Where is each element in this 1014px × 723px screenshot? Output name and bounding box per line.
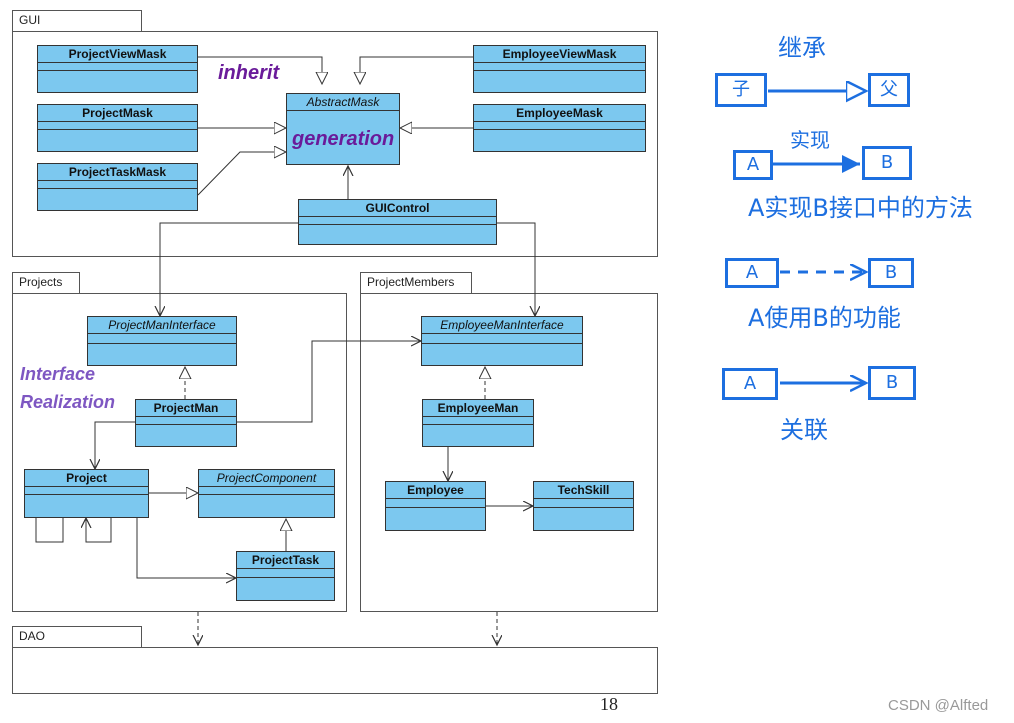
class-project-component: ProjectComponent [198, 469, 335, 518]
hw-dependency-a-box: A [725, 258, 779, 288]
class-project-man-interface: ProjectManInterface [87, 316, 237, 366]
class-employee-name: Employee [386, 482, 485, 499]
annotation-inherit: inherit [218, 62, 280, 84]
class-gui-control: GUIControl [298, 199, 497, 245]
class-project-view-mask-name: ProjectViewMask [38, 46, 197, 63]
dao-package-label: DAO [19, 629, 46, 643]
class-gui-control-name: GUIControl [299, 200, 496, 217]
hw-implement-b-box: B [862, 146, 912, 180]
edge-project-self-2 [86, 518, 112, 543]
hw-dependency-b-label: B [884, 262, 898, 283]
class-project-task-name: ProjectTask [237, 552, 334, 569]
projects-package-label: Projects [19, 275, 63, 289]
hw-implement-desc: A实现B接口中的方法 [748, 194, 973, 222]
dao-package-tab: DAO [12, 626, 142, 648]
class-employee-view-mask-name: EmployeeViewMask [474, 46, 645, 63]
edge-project-projecttask [136, 518, 236, 578]
projects-package-tab: Projects [12, 272, 80, 294]
class-project-man-name: ProjectMan [136, 400, 236, 417]
class-project-task-mask-name: ProjectTaskMask [38, 164, 197, 181]
class-project: Project [24, 469, 149, 518]
class-abstract-mask: AbstractMask [286, 93, 400, 165]
edge-project-self-1 [35, 518, 64, 543]
hw-implement-b-label: B [880, 152, 894, 173]
class-project-mask-name: ProjectMask [38, 105, 197, 122]
hw-dependency-desc: A使用B的功能 [748, 304, 901, 332]
class-employee-man-interface-name: EmployeeManInterface [422, 317, 582, 334]
hw-dependency-b-box: B [868, 258, 914, 288]
hw-association-title: 关联 [780, 416, 828, 444]
class-project-mask: ProjectMask [37, 104, 198, 152]
edge-projectviewmask-abstractmask [198, 56, 322, 84]
hw-child-label: 子 [732, 79, 750, 100]
annotation-realization: Realization [20, 392, 116, 412]
gui-package-label: GUI [19, 13, 41, 27]
class-project-component-name: ProjectComponent [199, 470, 334, 487]
hw-association-b-box: B [868, 366, 916, 400]
dao-package [12, 647, 658, 694]
hw-association-b-label: B [885, 372, 899, 393]
project-members-package-label: ProjectMembers [367, 275, 455, 289]
annotation-interface: Interface [20, 364, 96, 384]
hw-parent-box: 父 [868, 73, 910, 107]
edge-projectman-employeemaninterface [237, 341, 421, 423]
project-members-package-tab: ProjectMembers [360, 272, 472, 294]
hw-association-a-label: A [743, 373, 757, 394]
hw-child-box: 子 [715, 73, 767, 107]
edge-guicontrol-projectmaninterface [160, 222, 298, 316]
hw-dependency-a-label: A [745, 262, 759, 283]
page-number: 18 [600, 694, 618, 714]
class-employee-view-mask: EmployeeViewMask [473, 45, 646, 93]
class-project-man: ProjectMan [135, 399, 237, 447]
class-project-name: Project [25, 470, 148, 487]
edge-guicontrol-employeemaninterface [497, 222, 535, 316]
class-tech-skill: TechSkill [533, 481, 634, 531]
hw-association-a-box: A [722, 368, 778, 400]
hw-implement-a-label: A [746, 154, 760, 175]
hw-inheritance-title: 继承 [778, 34, 826, 62]
hw-implement-a-box: A [733, 150, 773, 180]
class-project-man-interface-name: ProjectManInterface [88, 317, 236, 334]
edge-projecttaskmask-abstractmask [197, 152, 286, 196]
gui-package-tab: GUI [12, 10, 142, 32]
edge-projectman-project [95, 421, 135, 469]
hw-implement-title: 实现 [790, 128, 830, 152]
class-employee-man: EmployeeMan [422, 399, 534, 447]
class-project-task-mask: ProjectTaskMask [37, 163, 198, 211]
watermark: CSDN @Alfted [888, 697, 989, 714]
class-employee-man-interface: EmployeeManInterface [421, 316, 583, 366]
hw-parent-label: 父 [880, 79, 898, 100]
class-abstract-mask-name: AbstractMask [287, 94, 399, 111]
class-employee-man-name: EmployeeMan [423, 400, 533, 417]
edge-employeeviewmask-abstractmask [360, 56, 473, 84]
class-employee-mask-name: EmployeeMask [474, 105, 645, 122]
class-tech-skill-name: TechSkill [534, 482, 633, 499]
class-project-view-mask: ProjectViewMask [37, 45, 198, 93]
class-employee-mask: EmployeeMask [473, 104, 646, 152]
class-project-task: ProjectTask [236, 551, 335, 601]
class-employee: Employee [385, 481, 486, 531]
annotation-generation: generation [292, 128, 395, 150]
